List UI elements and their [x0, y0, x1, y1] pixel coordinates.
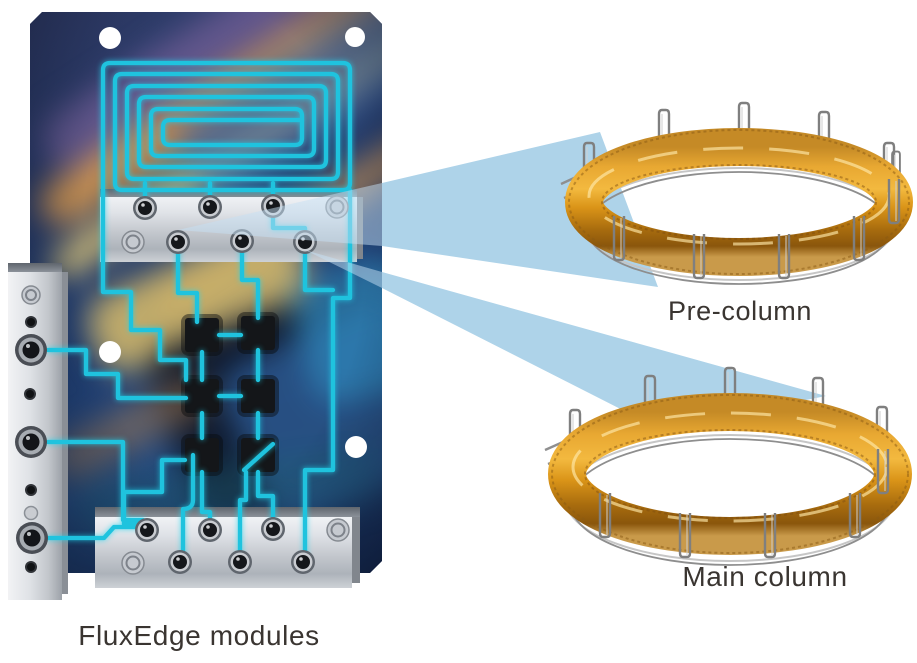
screw [121, 230, 145, 254]
port [228, 550, 252, 574]
port [24, 388, 36, 400]
main-column-coil [544, 366, 912, 566]
pre-column-label: Pre-column [667, 296, 813, 326]
module-board [30, 12, 382, 573]
port [25, 316, 37, 328]
port [16, 522, 48, 554]
port [25, 484, 37, 496]
port [291, 550, 315, 574]
port [15, 334, 47, 366]
screw [23, 505, 39, 521]
valve-squares [181, 312, 279, 476]
mounting-holes [99, 27, 367, 458]
screw [326, 518, 350, 542]
port [135, 518, 159, 542]
port [198, 518, 222, 542]
port [133, 196, 157, 220]
board-caption: FluxEdge modules [78, 620, 320, 651]
manifold-ports [15, 285, 48, 573]
port [25, 561, 37, 573]
pre-column-coil [560, 101, 913, 285]
port [168, 550, 192, 574]
heater-spiral-trace [100, 60, 353, 200]
port [198, 195, 222, 219]
port [261, 517, 285, 541]
screw [121, 551, 145, 575]
flow-trace-network [45, 60, 353, 559]
port [15, 426, 47, 458]
port [166, 230, 190, 254]
main-column-label: Main column [682, 561, 848, 592]
screw [21, 285, 41, 305]
coil-band [548, 393, 912, 555]
callout-beam-main-column [305, 250, 826, 429]
